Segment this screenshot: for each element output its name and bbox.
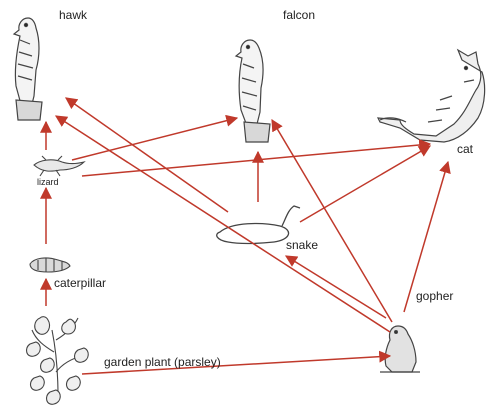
label-snake: snake [286,238,318,252]
label-hawk: hawk [59,8,87,22]
label-cat: cat [457,142,473,156]
cat-icon [378,50,485,142]
arrow-gopher-to-falcon [272,120,392,322]
gopher-icon [380,326,420,372]
label-gopher: gopher [416,289,453,303]
falcon-icon [236,40,270,142]
label-garden-plant: garden plant (parsley) [104,355,221,369]
label-lizard: lizard [37,177,59,187]
caterpillar-icon [30,258,70,272]
arrow-snake-to-cat [300,146,430,222]
label-falcon: falcon [283,8,315,22]
label-caterpillar: caterpillar [54,276,106,290]
arrow-lizard-to-falcon [72,118,237,160]
arrow-lizard-to-cat [82,144,430,176]
parsley-plant-icon [27,317,89,405]
arrow-gopher-to-hawk [56,116,390,332]
hawk-icon [14,18,42,120]
